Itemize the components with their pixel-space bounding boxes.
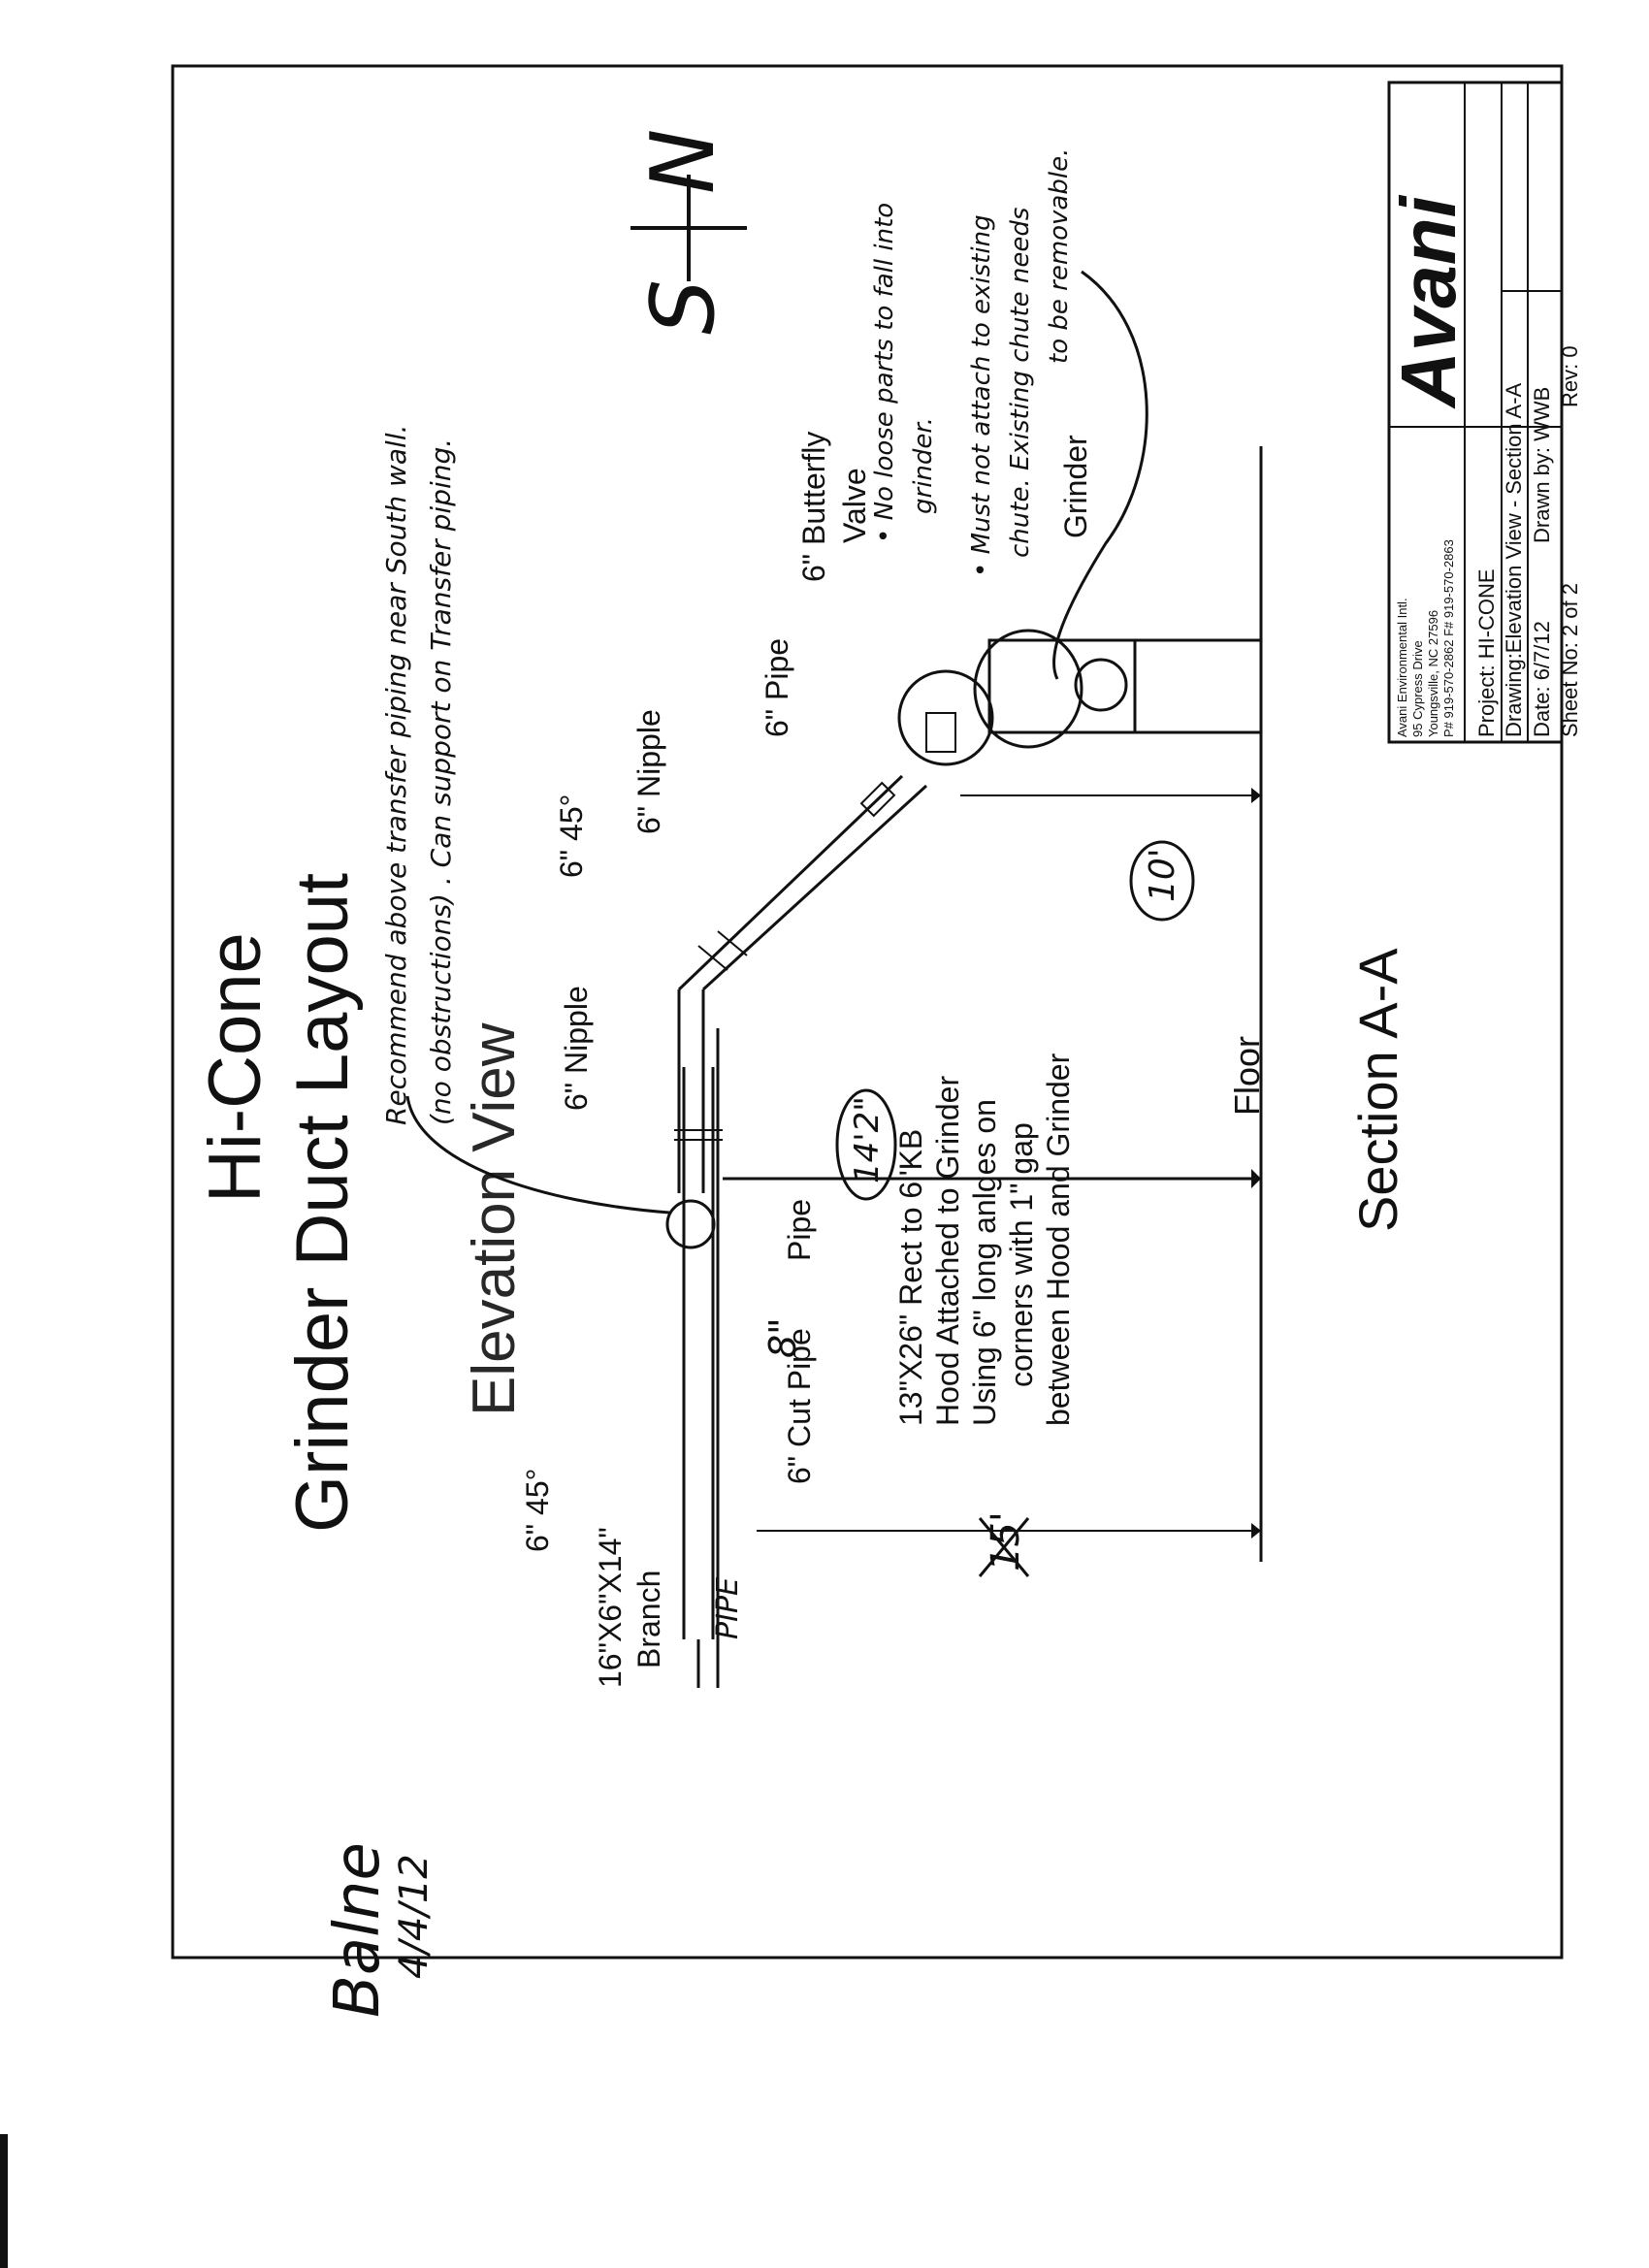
title-block-heading: Hi-Cone <box>194 932 276 1203</box>
scan-edge <box>0 2134 8 2268</box>
hood-line4: corners with 1" gap <box>1004 1122 1039 1387</box>
label-elbow-upper: 6" 45° <box>554 794 589 878</box>
dim-height-group: 14'2" <box>835 1088 897 1201</box>
tb-project: Project: HI-CONE <box>1474 568 1499 737</box>
recommend-line1: Recommend above transfer piping near Sou… <box>380 424 412 1125</box>
tb-company: Avani Environmental Intl. <box>1395 598 1409 737</box>
title-line2-group: Grinder Duct Layout <box>281 873 364 1533</box>
note-attach-leader <box>1052 270 1148 680</box>
section-label-group: Section A-A <box>1347 948 1408 1232</box>
dim-height-alt-group: 10' <box>1129 840 1195 922</box>
view-label: Elevation View <box>461 1022 528 1416</box>
note-loose-1: • No loose parts to fall into <box>870 203 899 543</box>
dim-height-alt: 10' <box>1143 848 1182 902</box>
branch-fitting <box>665 1199 716 1249</box>
signature: Balne <box>322 1842 394 2018</box>
label-nipple-mid: 6" Nipple <box>631 709 666 834</box>
tb-drawing: Drawing:Elevation View - Section A-A <box>1502 382 1526 737</box>
note-loose-2: grinder. <box>909 417 938 514</box>
note-attach-3: to be removable. <box>1045 148 1074 364</box>
note-attach: • Must not attach to existing chute. Exi… <box>967 148 1074 577</box>
label-pipe-upper: 6" Pipe <box>760 638 794 737</box>
tb-logo: Avani <box>1385 194 1471 409</box>
label-pipe-right: Pipe <box>782 1199 817 1261</box>
grinder-circle <box>973 629 1083 749</box>
drawing-title-line2: Grinder Duct Layout <box>281 873 364 1533</box>
dim-struck-group: 15' <box>978 1511 1030 1577</box>
section-label: Section A-A <box>1347 948 1408 1232</box>
dim-height: 14'2" <box>848 1096 887 1183</box>
signature-date: 4/4/12 <box>392 1854 436 1979</box>
duct-run <box>665 629 1261 1688</box>
hood-note: 13"X26" Rect to 6"KB Hood Attached to Gr… <box>893 1053 1076 1426</box>
tb-date: Date: 6/7/12 <box>1530 621 1554 737</box>
drawing-title-line1: Hi-Cone <box>194 932 276 1203</box>
compass-s: S <box>632 279 734 335</box>
hood-line3: Using 6" long anlges on <box>967 1099 1002 1426</box>
hood-outline <box>897 669 994 766</box>
signature-group: Balne 4/4/12 <box>322 1842 436 2018</box>
recommend-leader <box>405 1095 670 1215</box>
hood-line5: between Hood and Grinder <box>1041 1053 1076 1426</box>
grinder-box <box>987 638 1137 734</box>
title-block: Avani Environmental Intl. 95 Cypress Dri… <box>1385 81 1582 744</box>
dim-cut: 8" <box>761 1317 804 1358</box>
tb-drawn-by: Drawn by: WWB <box>1530 387 1554 543</box>
compass-mark: S N <box>630 129 747 335</box>
view-label-group: Elevation View <box>461 1022 528 1416</box>
label-branch-1: 16"X6"X14" <box>593 1527 628 1688</box>
label-branch-2: Branch <box>631 1571 666 1669</box>
pipe-tag: PIPE <box>711 1577 745 1639</box>
label-grinder: Grinder <box>1058 435 1093 538</box>
label-nipple-upper: 6" Nipple <box>559 986 594 1111</box>
note-attach-1: • Must not attach to existing <box>967 214 996 577</box>
note-loose: • No loose parts to fall into grinder. <box>870 203 938 543</box>
hood-line2: Hood Attached to Grinder <box>930 1076 965 1426</box>
sheet-border <box>171 64 1564 1960</box>
recommend-line2: (no obstructions) . Can support on Trans… <box>425 438 457 1125</box>
label-butterfly-2: Valve <box>837 468 872 543</box>
compass-n: N <box>632 129 734 194</box>
tb-rev: Rev: 0 <box>1558 345 1582 407</box>
label-cut-pipe: 6" Cut Pipe <box>782 1328 817 1484</box>
label-elbow-lower: 6" 45° <box>520 1469 555 1552</box>
note-attach-2: chute. Existing chute needs <box>1006 208 1035 558</box>
tb-sheet: Sheet No: 2 of 2 <box>1558 583 1582 737</box>
hood-line1: 13"X26" Rect to 6"KB <box>893 1129 928 1426</box>
butterfly-valve <box>859 781 896 818</box>
recommend-note: Recommend above transfer piping near Sou… <box>380 424 457 1125</box>
tb-phone: P# 919-570-2862 F# 919-570-2863 <box>1441 539 1456 737</box>
tb-address-2: Youngsville, NC 27596 <box>1426 610 1440 737</box>
label-butterfly-1: 6" Butterfly <box>796 432 831 582</box>
tb-address-1: 95 Cypress Drive <box>1410 640 1425 737</box>
